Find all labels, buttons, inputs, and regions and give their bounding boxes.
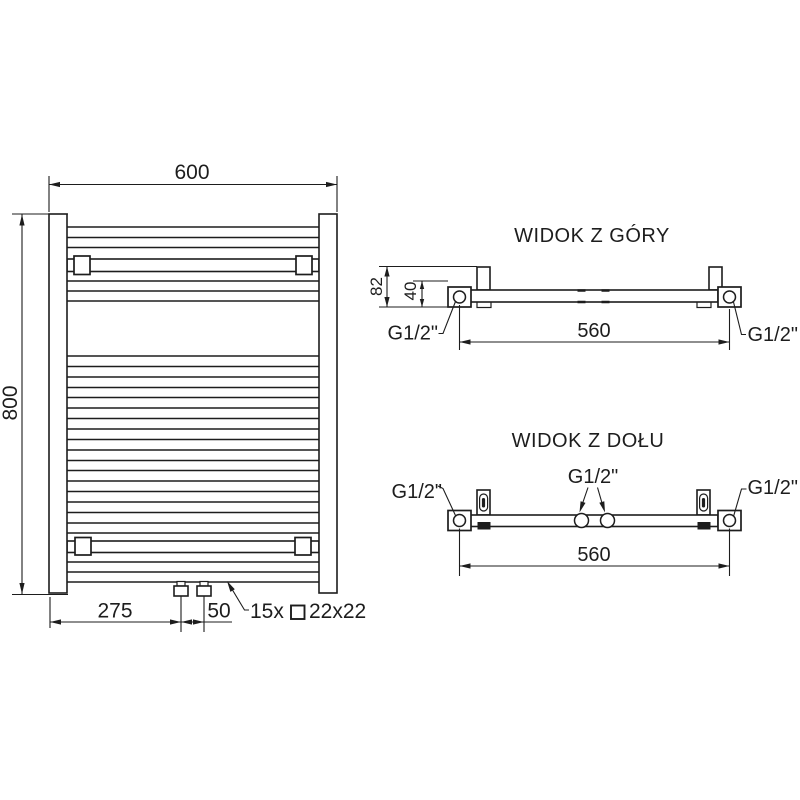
- bracket-tab-right: [697, 522, 711, 530]
- tube-note-size-label: 22x22: [309, 600, 366, 623]
- connection-port-right: [722, 513, 737, 528]
- leader-line: [732, 488, 747, 517]
- dim-valve-offset-label: 275: [97, 600, 132, 623]
- arrow-down-icon: [19, 583, 25, 594]
- dim-height-label: 800: [0, 385, 22, 420]
- square-profile-icon: [290, 604, 306, 620]
- arrow-right-icon: [718, 563, 730, 569]
- bracket-tab-left: [477, 522, 491, 530]
- arrow-up-icon: [384, 266, 390, 277]
- bracket-slot-hole: [701, 498, 706, 508]
- connection-label-bottom-left: G1/2": [392, 481, 456, 516]
- collector-bar: [469, 289, 719, 303]
- leader-line: [438, 301, 457, 335]
- bottom-view: WIDOK Z DOŁU G1/2" G1/2": [392, 430, 798, 576]
- arrow-right-icon: [326, 181, 337, 188]
- leader-arrow-icon: [227, 581, 235, 592]
- connection-port-right: [722, 290, 737, 304]
- valve-left: [173, 580, 189, 632]
- dim-depth-label: 82: [367, 277, 386, 296]
- top-view: WIDOK Z GÓRY 82 40: [367, 224, 798, 350]
- arrow-down-icon: [419, 299, 425, 307]
- leader-arrow-icon: [599, 501, 605, 513]
- dim-wall-axis-label: 40: [401, 282, 420, 301]
- valve-right: [196, 580, 212, 632]
- dim-span-560-top: 560: [458, 305, 731, 350]
- connection-size-label: G1/2": [748, 324, 798, 346]
- dim-wall-axis-40: 40: [401, 281, 425, 307]
- tube-note-count-label: 15x: [250, 600, 284, 623]
- dim-depth-82: 82: [367, 266, 390, 307]
- connection-label-top-right: G1/2": [732, 301, 798, 346]
- connection-size-label: G1/2": [568, 466, 618, 488]
- dim-valve-position: 275 50: [49, 597, 232, 628]
- bottom-mount-bar: [66, 540, 320, 554]
- connection-label-top-left: G1/2": [388, 301, 457, 345]
- top-mount-bar: [66, 258, 320, 273]
- hidden-center-ports: [577, 289, 610, 304]
- arrow-left-icon: [459, 563, 471, 569]
- dim-span-label: 560: [577, 320, 610, 342]
- connection-port-left: [452, 513, 467, 528]
- dim-valve-spacing-label: 50: [207, 600, 230, 623]
- arrow-up-icon: [419, 281, 425, 289]
- arrow-left-icon: [49, 181, 60, 188]
- bracket-slot-hole: [481, 498, 486, 508]
- connection-size-label: G1/2": [392, 481, 442, 503]
- mount-bracket-bottom-left: [74, 536, 92, 556]
- tube-count-note: 15x 22x22: [227, 581, 366, 623]
- wall-bracket-left: [476, 489, 491, 516]
- arrow-right-icon: [193, 619, 204, 625]
- front-view: 600 800 275 50 15x 22x22: [0, 161, 366, 632]
- bottom-view-title: WIDOK Z DOŁU: [512, 430, 665, 452]
- dim-height-800: 800: [0, 213, 68, 596]
- radiator-tubes: [67, 226, 319, 583]
- arrow-left-icon: [181, 619, 192, 625]
- arrow-left-icon: [50, 619, 61, 625]
- arrow-down-icon: [384, 297, 390, 307]
- connection-port-left: [452, 290, 467, 304]
- arrow-up-icon: [19, 214, 25, 226]
- arrow-right-icon: [718, 339, 730, 345]
- mount-bracket-top-right: [295, 255, 313, 276]
- left-collector: [48, 213, 68, 594]
- arrow-right-icon: [170, 619, 181, 625]
- connection-label-bottom-right: G1/2": [732, 477, 798, 517]
- mount-bracket-bottom-right: [294, 536, 312, 556]
- connection-size-label: G1/2": [748, 477, 798, 499]
- top-view-title: WIDOK Z GÓRY: [514, 224, 670, 247]
- collector-bar: [469, 514, 719, 528]
- arrow-left-icon: [459, 339, 471, 345]
- center-port-right: [599, 512, 616, 529]
- dim-span-label: 560: [577, 544, 610, 566]
- leader-arrow-icon: [579, 501, 586, 513]
- connection-label-bottom-center: G1/2": [568, 466, 618, 513]
- leader-line: [732, 301, 746, 336]
- wall-bracket-right: [696, 489, 711, 516]
- mount-bracket-top-left: [73, 255, 91, 276]
- right-collector: [318, 213, 338, 594]
- dim-width-label: 600: [174, 161, 209, 184]
- leader-line: [580, 487, 605, 509]
- center-port-left: [573, 512, 590, 529]
- dim-span-560-bottom: 560: [458, 528, 731, 576]
- dim-width-600: 600: [48, 161, 338, 212]
- connection-size-label: G1/2": [388, 323, 438, 345]
- leader-line: [437, 485, 456, 516]
- wall-bracket-left: [476, 266, 491, 291]
